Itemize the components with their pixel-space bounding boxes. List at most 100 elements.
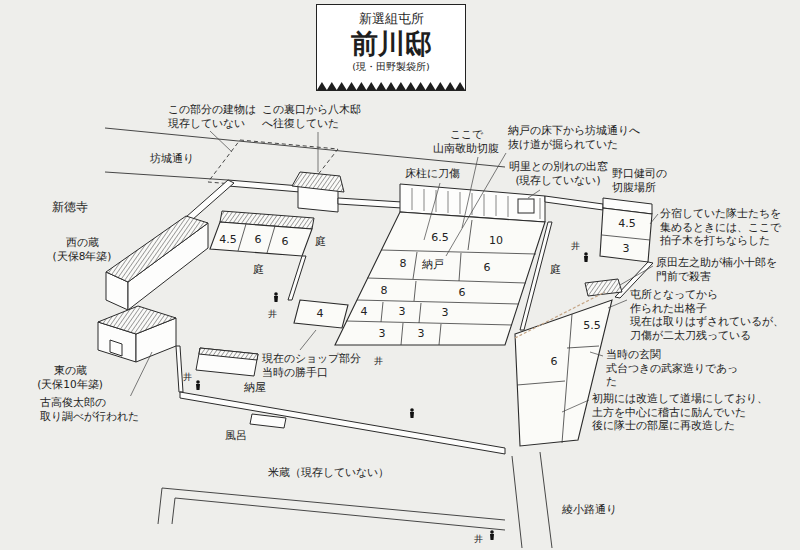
leader-line — [130, 352, 152, 397]
zigzag-fringe — [317, 81, 465, 90]
street-edge — [512, 456, 522, 548]
facade-lattice — [448, 191, 449, 213]
well-mark: 井 — [183, 372, 192, 384]
room-size: 6 — [255, 233, 262, 247]
zigzag-tooth — [426, 82, 436, 90]
gate-roof — [585, 279, 622, 296]
zigzag-tooth — [386, 82, 396, 90]
room-divider — [517, 381, 565, 385]
room-divider — [357, 300, 519, 304]
facade-lattice — [496, 195, 497, 216]
bath-house — [250, 414, 286, 428]
person-figure — [196, 380, 200, 390]
well-mark: 井 — [571, 241, 580, 253]
callout-note: 床柱に刀傷 — [405, 167, 460, 181]
building-name: 西の蔵 (天保8年築) — [52, 236, 112, 263]
callout-note: この裏口から八木邸 へ往復していた — [262, 103, 362, 130]
callout-note: 初期には改造して道場にしており、 土方を中心に稽古に励んでいた 後に隊士の部屋に… — [592, 392, 768, 433]
room-size: 3 — [623, 242, 630, 256]
route-trace — [515, 292, 605, 338]
compound-wall — [545, 196, 603, 210]
leader-line — [620, 266, 653, 285]
facade-lattice — [484, 194, 485, 216]
zigzag-tooth — [347, 82, 357, 90]
title-note: (現・田野製袋所) — [329, 61, 453, 73]
zigzag-tooth — [455, 82, 465, 90]
figure-head — [490, 530, 494, 534]
leader-line — [562, 400, 589, 412]
building-name: 納屋 — [244, 381, 266, 395]
garden-label: 庭 — [253, 263, 264, 277]
shed-roof — [199, 348, 258, 360]
annex-floor — [600, 208, 652, 262]
rice-store-outline — [172, 498, 505, 530]
room-size: 4 — [317, 307, 324, 321]
leader-line — [210, 131, 232, 152]
room-size: 6 — [551, 355, 558, 369]
left-block-floor — [210, 222, 312, 256]
facade-lattice — [412, 188, 413, 210]
leader-line — [528, 190, 540, 198]
room-divider — [267, 226, 275, 253]
zigzag-tooth — [366, 82, 376, 90]
room-size: 4 — [361, 305, 368, 319]
storehouse-roof — [106, 216, 208, 282]
place-name: 新徳寺 — [52, 200, 88, 216]
room-divider — [439, 324, 441, 345]
room-size: 3 — [442, 306, 449, 320]
rice-store-outline — [158, 488, 505, 524]
callout-note: 屯所となってから 作られた出格子 現在は取りはずされているが、 刀傷が二太刀残っ… — [630, 288, 784, 343]
room-divider — [381, 302, 383, 322]
well-mark: 井 — [474, 534, 483, 546]
callout-note: この部分の建物は 現存していない — [168, 103, 258, 130]
figure-head — [274, 292, 278, 296]
figure-body — [196, 384, 200, 390]
room-size: 6 — [459, 286, 466, 300]
building-name: 米蔵（現存していない） — [268, 466, 389, 480]
zigzag-tooth — [376, 82, 386, 90]
callout-note: 分宿していた隊士たちを 集めるときには、ここで 拍子木を打ちならした — [660, 207, 785, 248]
person-figure — [410, 408, 414, 418]
street-name: 坊城通り — [150, 152, 194, 166]
facade-lattice — [424, 189, 425, 211]
leader-line — [608, 300, 627, 308]
storehouse-door — [110, 340, 122, 356]
garden-fence — [288, 256, 306, 300]
room-size: 6 — [282, 235, 289, 249]
person-figure — [274, 292, 278, 302]
well-mark: 井 — [268, 309, 277, 321]
room-divider — [414, 281, 416, 301]
zigzag-tooth — [327, 82, 337, 90]
bay-window — [518, 199, 534, 213]
room-divider — [602, 235, 650, 240]
zigzag-tooth — [406, 82, 416, 90]
figure-body — [410, 412, 414, 418]
well-mark: 井 — [374, 356, 383, 368]
room-divider — [468, 220, 472, 250]
room-divider — [401, 323, 403, 345]
room-divider — [562, 314, 572, 443]
garden-fence — [520, 222, 552, 330]
figure-head — [410, 408, 414, 412]
room-divider — [567, 346, 599, 348]
facade-lattice — [460, 192, 461, 214]
zigzag-tooth — [317, 82, 327, 90]
room-size: 8 — [400, 257, 407, 271]
compound-wall — [338, 198, 402, 208]
room-divider — [459, 253, 461, 281]
figure-head — [584, 252, 588, 256]
house-floor — [335, 212, 545, 345]
garden-label: 庭 — [550, 263, 561, 277]
leader-line — [590, 352, 603, 356]
person-figure — [490, 530, 494, 540]
callout-note: 古高俊太郎の 取り調べが行われた — [40, 396, 140, 423]
compound-wall — [228, 180, 300, 192]
room-divider — [346, 321, 512, 325]
title-box: 新選組屯所前川邸(現・田野製袋所) — [316, 4, 466, 91]
zigzag-tooth — [396, 82, 406, 90]
room-size: 4.5 — [618, 217, 636, 231]
room-size: 6 — [484, 261, 491, 275]
callout-note: 野口健司の 切腹場所 — [612, 167, 670, 194]
room-size: 5.5 — [583, 319, 601, 333]
zigzag-tooth — [435, 82, 445, 90]
